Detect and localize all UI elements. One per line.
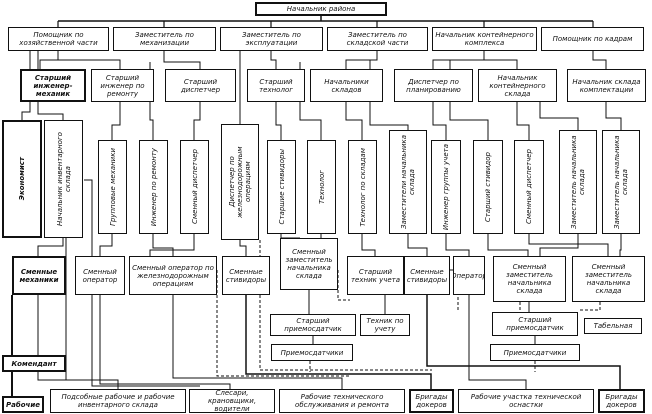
- connector: [345, 51, 378, 69]
- connector: [57, 51, 121, 69]
- box-b03: Сменный оператор по железнодорожным опер…: [129, 256, 217, 295]
- connector: [539, 234, 579, 256]
- box-v05: Сменный диспетчер: [180, 140, 209, 234]
- connector: [99, 234, 113, 256]
- box-v15: Заместитель начальника склада: [602, 130, 640, 234]
- connector: [345, 102, 363, 140]
- box-b06: Старший техник учета: [347, 256, 404, 295]
- box-d02: Приемосдатчики: [490, 344, 580, 361]
- connector: [275, 102, 282, 140]
- box-f05: Бригады докеров: [409, 389, 454, 413]
- box-v06: Диспетчер по железнодорожным операциям: [221, 124, 259, 240]
- box-b04: Сменные стивидоры: [222, 256, 270, 295]
- box-f07: Бригады докеров: [598, 389, 645, 413]
- connector: [245, 295, 432, 389]
- box-v02: Начальник инвентарного склада: [44, 120, 83, 238]
- box-b01: Сменные механики: [12, 256, 66, 295]
- box-r2d: Старший технолог: [247, 69, 305, 102]
- box-r1c: Заместитель по эксплуатации: [220, 27, 323, 51]
- box-f02: Подсобные рабочие и рабочие инвентарного…: [50, 389, 186, 413]
- connector: [37, 238, 64, 256]
- connector: [619, 234, 622, 256]
- connector: [149, 234, 195, 256]
- box-f06: Рабочие участка технической оснастки: [458, 389, 594, 413]
- box-b05: Сменный заместитель начальника склада: [280, 238, 338, 290]
- connector: [361, 234, 376, 256]
- box-r1d: Заместитель по складской части: [327, 27, 428, 51]
- box-v12: Старший стивидор: [473, 140, 503, 234]
- box-r2c: Старший диспетчер: [165, 69, 236, 102]
- box-v13: Сменный диспетчер: [514, 140, 544, 234]
- box-f03: Слесари, крановщики, водители: [189, 389, 275, 413]
- connector: [111, 102, 121, 140]
- connector: [605, 102, 622, 130]
- box-r2g: Начальник контейнерного склада: [478, 69, 557, 102]
- box-c03: Старший приемосдатчик: [492, 312, 578, 336]
- connector: [578, 302, 601, 311]
- box-v08: Технолог: [307, 140, 336, 234]
- box-r2f: Диспетчер по планированию: [394, 69, 473, 102]
- box-b09: Сменный заместитель начальника склада: [493, 256, 566, 302]
- box-b07: Сменные стивидоры: [404, 256, 450, 295]
- connector: [37, 295, 119, 389]
- box-v03: Групповые механики: [98, 140, 127, 234]
- box-r1b: Заместитель по механизации: [113, 27, 216, 51]
- box-r2a: Старший инженер-механик: [20, 69, 86, 102]
- box-v01: Экономист: [2, 120, 42, 238]
- box-b10: Сменный заместитель начальника склада: [572, 256, 645, 302]
- connector: [39, 59, 58, 69]
- connector: [337, 270, 350, 301]
- box-r2b: Старший инженер по ремонту: [91, 69, 154, 102]
- connector: [259, 240, 432, 371]
- connector: [152, 234, 174, 256]
- connector: [216, 270, 350, 377]
- connector: [172, 295, 343, 389]
- box-v11: Инженер группы учета: [431, 140, 461, 234]
- box-r1a: Помощник по хозяйственной части: [8, 27, 109, 51]
- box-v04: Инженер по ремонту: [139, 140, 168, 234]
- box-head: Начальник района: [255, 2, 387, 16]
- box-r2e: Начальники складов: [310, 69, 383, 102]
- box-r1e: Начальник контейнерного комплекса: [432, 27, 537, 51]
- connector: [426, 295, 621, 389]
- box-v09: Технолог по складам: [348, 140, 377, 234]
- connector: [516, 102, 530, 140]
- connector: [99, 295, 231, 389]
- box-b02: Сменный оператор: [75, 256, 125, 295]
- connector: [270, 51, 277, 69]
- box-c02: Техник по учету: [360, 314, 410, 336]
- connector: [592, 51, 607, 69]
- box-v10: Заместители начальника склада: [389, 130, 427, 234]
- box-e01: Комендант: [2, 355, 66, 372]
- box-b08: Оператор: [453, 256, 485, 295]
- connector: [484, 59, 518, 69]
- box-c04: Табельная: [584, 318, 642, 334]
- box-v07: Старшие стивидоры: [267, 140, 296, 234]
- connector: [239, 240, 247, 256]
- connector: [487, 234, 529, 256]
- box-f01: Рабочие: [2, 396, 44, 413]
- box-r1f: Помощник по кадрам: [541, 27, 644, 51]
- connector: [468, 295, 527, 389]
- box-d01: Приемосдатчики: [271, 344, 353, 361]
- connector: [193, 102, 201, 140]
- box-c01: Старший приемосдатчик: [270, 314, 356, 336]
- box-v14: Заместитель начальника склада: [559, 130, 597, 234]
- connector: [432, 51, 485, 69]
- connector: [432, 102, 447, 140]
- box-f04: Рабочие технического обслуживания и ремо…: [279, 389, 405, 413]
- connector: [445, 234, 470, 256]
- connector: [163, 51, 201, 69]
- connector: [407, 234, 428, 256]
- connector: [539, 102, 579, 130]
- box-r2h: Начальник склада комплектации: [567, 69, 646, 102]
- connector: [528, 234, 609, 256]
